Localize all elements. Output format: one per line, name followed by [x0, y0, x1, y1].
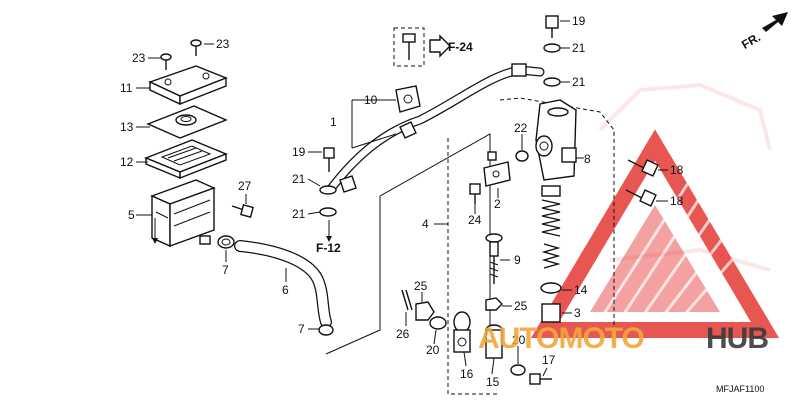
hose-clip — [395, 85, 421, 113]
callout-16: 16 — [460, 367, 474, 381]
callout-1: 1 — [330, 115, 337, 129]
joint-pin — [485, 324, 503, 359]
callout-11: 11 — [120, 81, 133, 95]
callout-7-upper: 7 — [222, 263, 229, 277]
bolt-17 — [529, 373, 552, 385]
washer-20-right — [510, 364, 526, 376]
callout-21-left-lower: 21 — [292, 207, 306, 221]
callout-23a: 23 — [132, 51, 146, 65]
push-rod — [485, 233, 503, 284]
front-direction-indicator: FR. — [739, 12, 788, 52]
callout-6: 6 — [282, 283, 289, 297]
callout-labels: 23 23 11 13 12 5 27 7 6 7 10 1 19 21 21 … — [120, 14, 764, 394]
hose-clamp-upper — [217, 235, 235, 249]
callout-25-left: 25 — [414, 279, 428, 293]
callout-4: 4 — [422, 217, 429, 231]
o-ring-22 — [515, 150, 529, 162]
reservoir-cap — [148, 65, 228, 106]
callout-14: 14 — [574, 283, 588, 297]
nut-25-small — [485, 297, 503, 311]
callout-10: 10 — [364, 93, 378, 107]
ref-f24: F-24 — [448, 40, 473, 54]
callout-20-left: 20 — [426, 343, 440, 357]
bolt-19-left — [323, 147, 335, 172]
diaphragm — [144, 139, 228, 180]
callout-19-right: 19 — [572, 14, 586, 28]
callout-27: 27 — [238, 179, 252, 193]
diaphragm-plate — [146, 105, 228, 139]
bolt-18-upper — [627, 159, 659, 177]
piston-spring-stack — [540, 185, 562, 323]
screw-23-right — [190, 39, 202, 56]
hose-clamp-lower — [318, 324, 334, 336]
callout-3: 3 — [574, 306, 581, 320]
callout-9: 9 — [514, 253, 521, 267]
bolt-19-right — [545, 15, 559, 38]
watermark-ghost-logo — [598, 82, 772, 272]
callout-15: 15 — [486, 375, 500, 389]
washer-21-right-lower — [543, 77, 561, 87]
nut-25-left — [415, 301, 435, 321]
reservoir-hose — [234, 240, 332, 328]
cotter-pin — [401, 289, 413, 311]
diagram-code: MFJAF1100 — [716, 384, 764, 394]
bolt-27 — [231, 204, 254, 218]
callout-23b: 23 — [216, 37, 230, 51]
brake-hose — [325, 63, 545, 195]
callout-19-left: 19 — [292, 145, 306, 159]
leader-lines — [136, 20, 668, 377]
washer-21-left-upper — [319, 185, 337, 195]
screw-23-left — [160, 53, 172, 70]
callout-2: 2 — [494, 197, 501, 211]
front-arrow-icon — [762, 12, 788, 32]
group-outline-8 — [499, 97, 615, 328]
callout-26: 26 — [396, 327, 410, 341]
callout-7-lower: 7 — [298, 322, 305, 336]
watermark-triangle — [530, 129, 780, 338]
push-rod-bracket — [483, 151, 511, 187]
washer-20-left — [429, 316, 447, 330]
callout-18-upper: 18 — [670, 163, 684, 177]
f24-inset — [393, 27, 451, 67]
fr-label: FR. — [739, 30, 763, 52]
callout-21-right-upper: 21 — [572, 41, 586, 55]
callout-20-right: 20 — [512, 333, 526, 347]
watermark-brand-left: AUTOMOTO — [478, 322, 645, 355]
reservoir-body — [150, 179, 216, 248]
callout-17: 17 — [542, 353, 556, 367]
callout-21-left-upper: 21 — [292, 172, 306, 186]
callout-21-right-lower: 21 — [572, 75, 586, 89]
washer-21-right-upper — [543, 43, 561, 53]
ref-f12: F-12 — [316, 241, 341, 255]
watermark-brand-right: HUB — [706, 322, 768, 355]
group-outline-4 — [447, 138, 500, 395]
watermark-brand: AUTOMOTO HUB — [478, 322, 769, 355]
callout-8: 8 — [584, 152, 591, 166]
callout-24: 24 — [468, 213, 482, 227]
callout-18-lower: 18 — [670, 194, 684, 208]
washer-21-left-lower — [319, 207, 337, 217]
callout-13: 13 — [120, 120, 134, 134]
callout-22: 22 — [514, 121, 528, 135]
pedal-joint — [453, 311, 471, 353]
callout-5: 5 — [128, 208, 135, 222]
rear-master-cylinder — [535, 99, 577, 181]
bolt-24 — [469, 183, 481, 204]
callout-12: 12 — [120, 155, 134, 169]
callout-25-right: 25 — [514, 299, 528, 313]
bolt-18-lower — [625, 189, 657, 207]
